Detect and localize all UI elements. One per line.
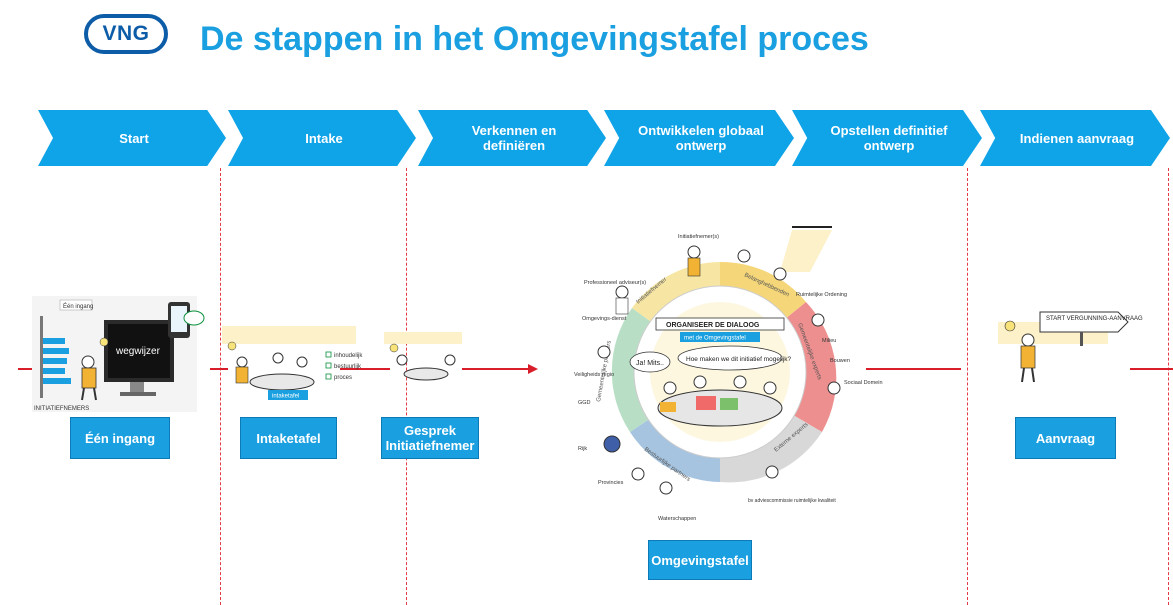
caption-text: INITIATIEFNEMERS [34,406,89,412]
actor-label: bv adviescommissie ruimtelijke kwaliteit [748,498,836,504]
table-label: intaketafel [272,394,299,400]
actor-label: Initiatiefnemer(s) [678,234,719,240]
step-intake: Intake [228,110,416,166]
label-intaketafel: Intaketafel [240,417,337,459]
step-ontwikkelen: Ontwikkelen globaal ontwerp [604,110,794,166]
aanvraag-illustration: START VERGUNNING-AANVRAAG [998,311,1143,383]
logo-text: VNG [102,22,150,45]
actor-label: Provincies [598,480,624,486]
step-label: Start [119,130,149,146]
bubble-text: Hoe maken we dit initiatief mogelijk? [686,356,792,363]
actor-label: Waterschappen [658,516,696,522]
step-label: Intake [305,130,343,146]
actor-label: Milieu [822,338,836,344]
arrow-icon [528,364,538,374]
actor-label: Rijk [578,446,587,452]
label-gesprek-initiatiefnemer: Gesprek Initiatiefnemer [381,417,479,459]
phase-divider [406,168,407,605]
actor-label: Ruimtelijke Ordening [796,292,847,298]
label-aanvraag: Aanvraag [1015,417,1116,459]
step-start: Start [38,110,226,166]
page-title: De stappen in het Omgevingstafel proces [200,20,869,58]
phase-divider [1168,168,1169,605]
vng-logo: VNG [84,14,168,54]
step-label: Indienen aanvraag [1019,130,1135,146]
actor-label: Omgevings-dienst [582,316,627,322]
check-item: bestuurlijk [334,364,362,370]
step-label: Opstellen definitief ontwerp [830,123,948,153]
check-item: inhoudelijk [334,353,363,359]
step-label: Ontwikkelen globaal ontwerp [638,123,764,153]
process-line [210,368,228,370]
omgevingstafel-illustration: Initiatiefnemer Belanghebbenden Gemeente… [574,226,883,522]
start-illustration: Één ingang wegwijzer INITIATIEFNEMERS [32,296,205,412]
step-label: Verkennen en definiëren [471,123,557,153]
center-title: ORGANISEER DE DIALOOG [666,322,760,329]
process-line [340,368,390,370]
actor-label: GGD [578,400,591,406]
actor-label: Veiligheids regio [574,372,614,378]
gesprek-illustration [384,332,462,381]
intake-illustration: intaketafel inhoudelijk bestuurlijk proc… [222,326,363,400]
step-indienen: Indienen aanvraag [980,110,1170,166]
actor-label: Bouwen [830,358,850,364]
process-line [18,368,40,370]
sign-text: START VERGUNNING-AANVRAAG [1046,316,1143,322]
actor-label: Sociaal Domein [844,380,883,386]
label-een-ingang: Één ingang [70,417,170,459]
check-item: proces [334,375,352,381]
center-sub: met de Omgevingstafel [684,336,746,342]
phase-divider [220,168,221,605]
step-verkennen: Verkennen en definiëren [418,110,606,166]
label-omgevingstafel: Omgevingstafel [648,540,752,580]
actor-label: Professioneel adviseur(s) [584,280,646,286]
process-line [866,368,961,370]
bubble-text: Ja! Mits.. [636,360,664,367]
screen-text: wegwijzer [115,346,161,357]
sign-text: Één ingang [63,303,93,310]
phase-divider [967,168,968,605]
process-line [462,368,532,370]
step-opstellen: Opstellen definitief ontwerp [792,110,982,166]
process-line [1130,368,1173,370]
